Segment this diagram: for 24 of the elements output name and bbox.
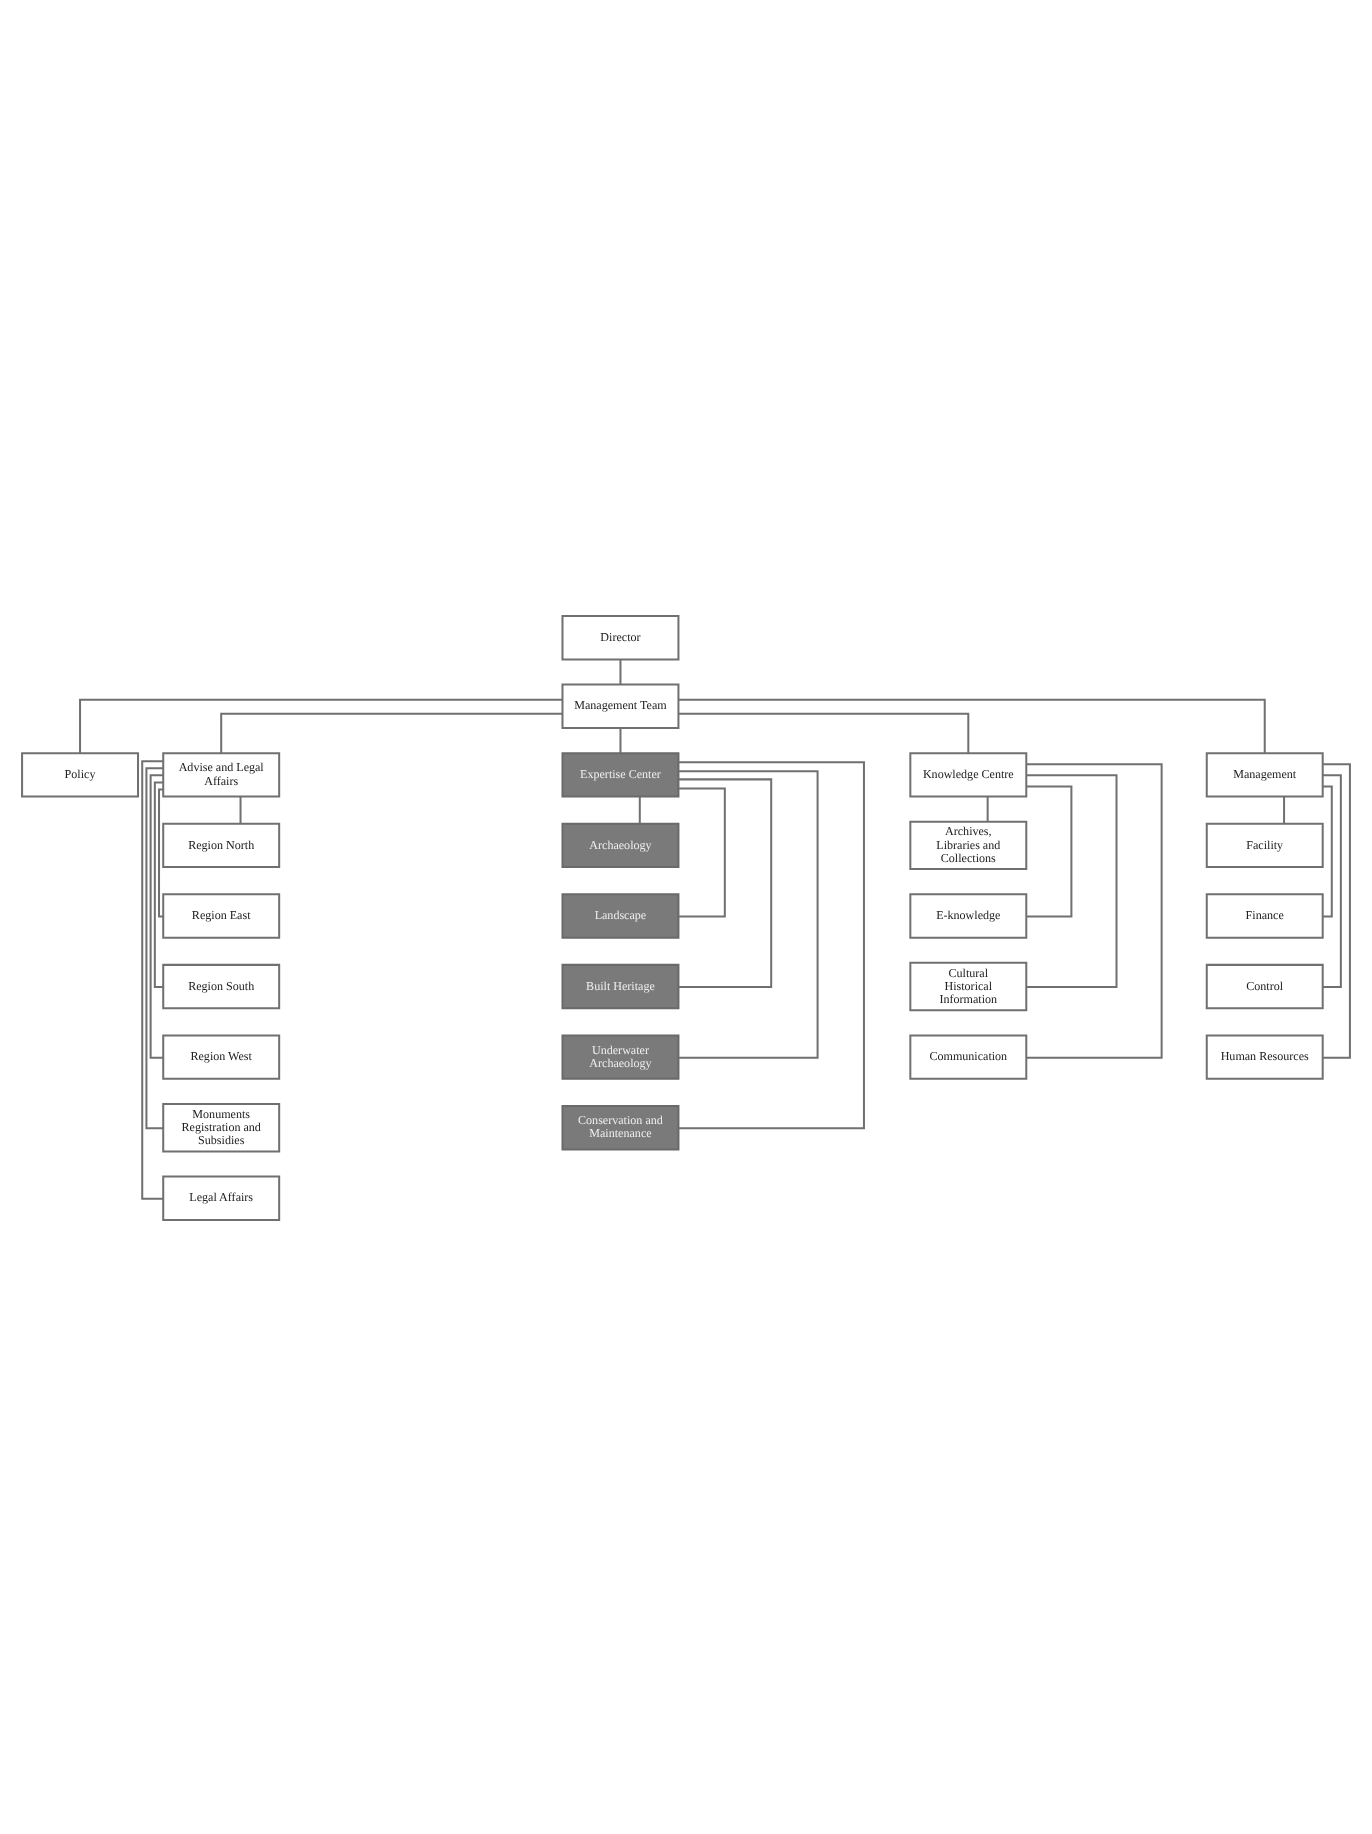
- connector: [986, 795, 989, 821]
- connector: [678, 697, 1266, 753]
- connector: [1026, 762, 1163, 1058]
- connector: [1322, 773, 1342, 988]
- connector: [145, 766, 163, 1129]
- connector: [141, 759, 163, 1199]
- connector: [79, 697, 563, 753]
- connector: [678, 711, 970, 753]
- connector: [678, 777, 773, 988]
- connector: [153, 780, 163, 988]
- connector: [619, 658, 622, 684]
- connector: [1026, 773, 1118, 988]
- connector: [239, 795, 242, 823]
- connector: [1026, 784, 1073, 917]
- connector: [678, 769, 819, 1058]
- connector: [1283, 795, 1286, 823]
- connector: [1322, 784, 1333, 917]
- connector: [678, 760, 865, 1129]
- connector: [619, 726, 622, 753]
- connector: [678, 786, 726, 917]
- connector: [158, 787, 164, 917]
- connector: [220, 711, 563, 753]
- connector: [149, 773, 163, 1058]
- connector: [638, 795, 641, 823]
